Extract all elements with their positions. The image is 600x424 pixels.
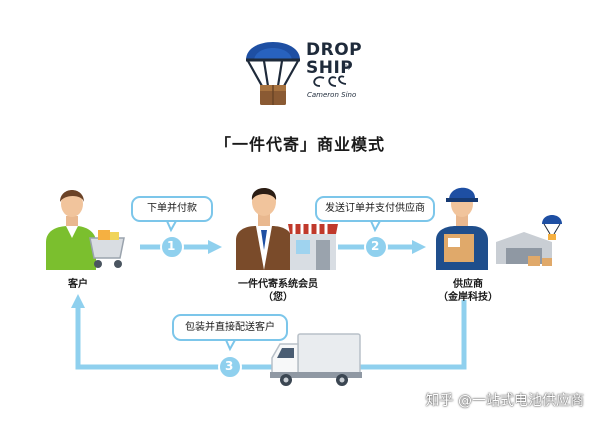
bubble-tail-1: [165, 220, 178, 233]
supplier-illustration: [436, 187, 562, 270]
diagram-title: 「一件代寄」商业模式: [214, 135, 385, 154]
hot-air-balloon-logo-icon: [246, 42, 300, 105]
step-2-circle: [364, 235, 388, 259]
step-1-number: 1: [167, 239, 176, 253]
step-3-number: 3: [225, 359, 234, 373]
member-label-line2: （您）: [263, 292, 293, 303]
step-1-bubble: 下单并付款: [131, 196, 213, 222]
member-illustration: [236, 188, 338, 270]
supplier-label-line2: （金岸科技）: [438, 292, 498, 303]
step-2-number: 2: [371, 239, 380, 253]
step-3-circle: [218, 355, 242, 379]
customer-illustration: [46, 190, 125, 270]
brand-drop: DROP: [306, 40, 363, 60]
bubble-tail-2: [369, 220, 382, 233]
signature-mark-icon: [313, 75, 347, 87]
watermark: 知乎 @一站式电池供应商: [425, 393, 584, 409]
step-1-circle: [160, 235, 184, 259]
member-label-line1: 一件代寄系统会员: [238, 279, 318, 290]
brand-by: by: [344, 63, 352, 70]
arrowhead-1: [208, 240, 222, 254]
customer-label: 客户: [68, 279, 88, 290]
arrowhead-3: [71, 294, 85, 308]
arrow-supplier-to-customer: [75, 300, 467, 370]
step-2-bubble: 发送订单并支付供应商: [315, 196, 435, 222]
bubble-tail-3: [224, 339, 237, 352]
delivery-truck-illustration: [270, 333, 362, 386]
supplier-label-line1: 供应商: [453, 279, 483, 290]
brand-signature: Cameron Sino: [307, 91, 357, 99]
arrowhead-2: [412, 240, 426, 254]
brand-ship: SHIP: [306, 58, 354, 78]
step-3-bubble: 包装并直接配送客户: [172, 314, 288, 341]
